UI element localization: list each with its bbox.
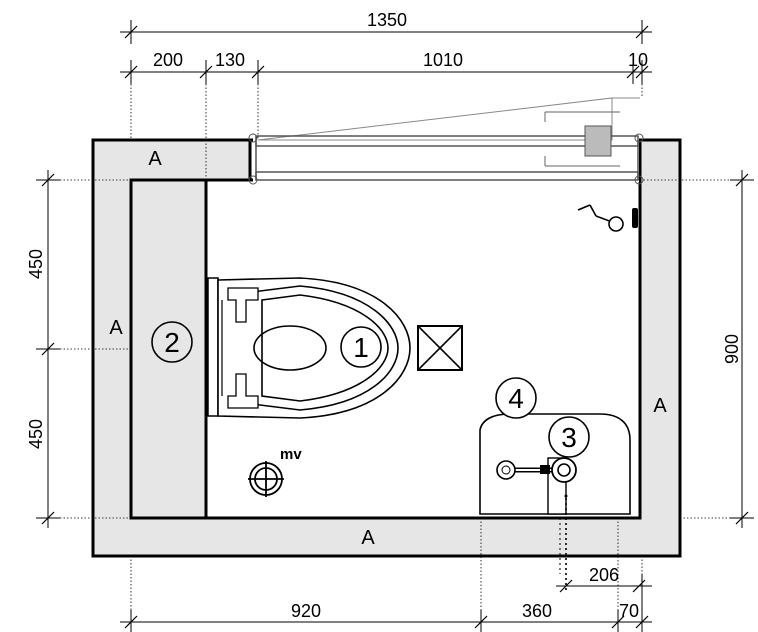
right-dimension xyxy=(640,170,754,528)
top-dimension-chain xyxy=(120,20,652,180)
dim-top-total: 1350 xyxy=(367,10,407,30)
dim-top-10: 10 xyxy=(628,50,648,70)
dim-top-1010: 1010 xyxy=(423,50,463,70)
door-opening xyxy=(253,136,639,182)
paper-holder-icon xyxy=(577,204,638,232)
wall-label-bottom: A xyxy=(361,527,375,549)
bottom-dimension-chain xyxy=(120,498,652,632)
wall-panel-marker xyxy=(151,321,193,363)
wall-label-top: A xyxy=(148,148,162,170)
dim-bottom-360: 360 xyxy=(522,601,552,621)
basin-marker xyxy=(495,377,537,419)
toilet xyxy=(207,277,411,419)
wall-label-left: A xyxy=(109,317,123,339)
sliding-door xyxy=(248,97,644,185)
tap-number: 3 xyxy=(561,422,577,453)
basin xyxy=(479,413,631,515)
dim-right-total: 900 xyxy=(722,334,742,364)
dim-left-lower: 450 xyxy=(26,419,46,449)
dim-top-200: 200 xyxy=(153,50,183,70)
ventilation-label: mv xyxy=(280,446,302,463)
left-dimension-chain xyxy=(36,170,131,528)
dim-bottom-206: 206 xyxy=(589,565,619,585)
dim-top-130: 130 xyxy=(215,50,245,70)
dim-bottom-70: 70 xyxy=(619,601,639,621)
wall-label-right: A xyxy=(653,395,667,417)
dim-left-upper: 450 xyxy=(26,249,46,279)
tap-marker xyxy=(548,416,590,458)
toilet-marker xyxy=(340,326,382,368)
floor-drain-box xyxy=(417,325,463,371)
toilet-number: 1 xyxy=(353,332,369,363)
wall-panel-number: 2 xyxy=(164,327,180,358)
ventilation-icon xyxy=(248,461,284,497)
basin-number: 4 xyxy=(508,383,524,414)
dim-bottom-920: 920 xyxy=(291,601,321,621)
